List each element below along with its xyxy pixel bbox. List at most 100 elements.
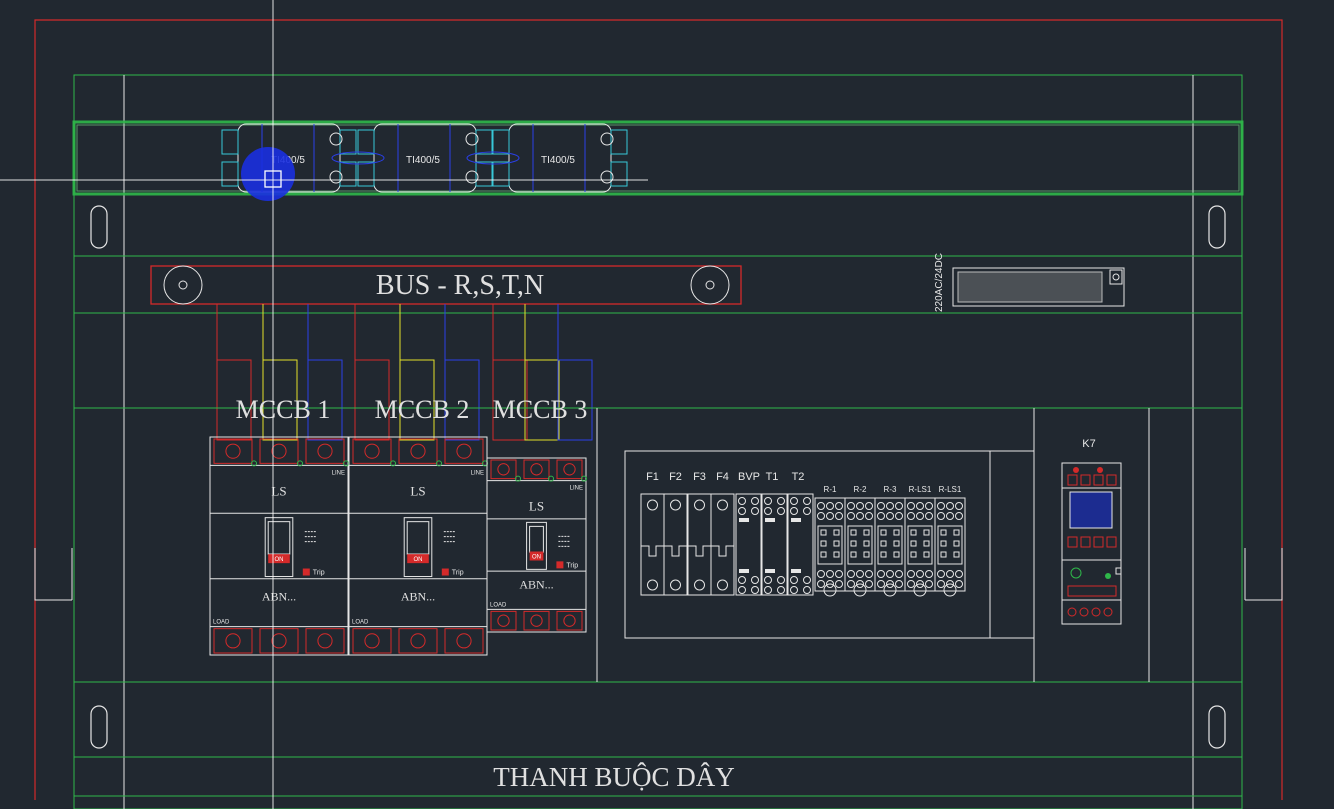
terminal-screw-icon [877,580,885,588]
ct-3[interactable] [466,123,628,193]
mccb-load-label: LOAD [213,620,230,626]
fuse-terminal-2[interactable]: F2 [663,471,688,596]
mccb-model: ABN... [401,590,435,604]
terminal-screw-icon [925,512,933,520]
terminal-screw-icon [764,586,772,594]
wire-red [354,304,390,441]
mccb-3[interactable]: MCCB 3LINELOADLSONTripABN... [486,395,587,633]
relay-pin [953,540,960,547]
mccb-toggle[interactable] [267,521,291,555]
relay-module [877,525,903,565]
mccb-2[interactable]: MCCB 2LINELOADLSONTripABN... [348,395,488,656]
terminal-screw-icon [738,497,746,505]
busbar[interactable]: BUS - R,S,T,N [150,265,742,305]
relay-label: R-1 [824,485,837,494]
mounting-slots [90,205,1226,749]
marker-strip [765,518,775,522]
mccb-load-terminal [213,628,253,654]
terminal-screw-icon [865,570,873,578]
terminal-screw-icon [670,499,681,511]
trip-button[interactable] [441,568,449,576]
terminal-screw-icon [803,497,811,505]
terminal-screw-icon [826,570,834,578]
terminal-screw-icon [826,512,834,520]
relay-4[interactable]: R-LS1 [904,485,936,597]
terminal-screw-icon [886,580,894,588]
mccb-1[interactable]: MCCB 1LINELOADLSONTripABN... [209,395,349,656]
terminal-screw-icon [456,443,472,459]
terminal-screw-icon [364,633,380,649]
mccb-on-label: ON [532,555,541,561]
terminal-t1[interactable]: T1 [761,471,788,596]
terminal-screw-icon [777,586,785,594]
terminal-screw-icon [751,507,759,515]
selection-grip[interactable] [241,147,295,201]
terminal-label: T1 [766,471,779,483]
wire-blue [307,304,343,441]
mccb-load-label: LOAD [490,602,507,608]
terminal-screw-icon [225,633,241,649]
fuse-terminal-1[interactable]: F1 [640,471,665,596]
terminal-label: T2 [792,471,805,483]
bus-label: BUS - R,S,T,N [376,270,544,301]
terminal-screw-icon [925,580,933,588]
relay-1[interactable]: R-1 [814,485,846,597]
mccb-model: ABN... [262,590,296,604]
trip-button[interactable] [556,561,564,569]
mccb-toggle[interactable] [406,521,430,555]
mccb-handle[interactable] [403,517,433,578]
terminal-label: F3 [693,471,706,483]
terminal-body [663,493,688,596]
indicator-dot [297,460,303,467]
relay-pin [893,540,900,547]
terminal-screw-icon [835,570,843,578]
mccb-load-terminal [490,610,517,631]
ct-3-label: TI400/5 [541,155,575,166]
relay-pin [923,551,930,558]
terminal-body [787,493,814,596]
mccb-handle[interactable] [526,521,547,570]
marker-strip [791,569,801,573]
ct-2-label: TI400/5 [406,155,440,166]
terminal-body [710,493,735,596]
power-supply[interactable]: 220AC/24DC [934,253,1125,312]
terminal-screw-icon [916,570,924,578]
relay-5[interactable]: R-LS1 [934,485,966,597]
terminal-screw-icon [497,614,510,627]
relay-3[interactable]: R-3 [874,485,906,597]
terminal-screw-icon [563,614,576,627]
contactor-k7[interactable]: K7 [1061,438,1122,625]
mccb-trip-label: Trip [452,570,464,577]
relay-label: R-LS1 [909,485,932,494]
relay-2[interactable]: R-2 [844,485,876,597]
terminal-t2[interactable]: T2 [787,471,814,596]
terminal-screw-icon [803,507,811,515]
terminal-screw-icon [895,502,903,510]
wire-blue [557,304,593,441]
marker-strip [791,518,801,522]
mccb-toggle[interactable] [529,525,544,553]
mccb-title: MCCB 1 [236,395,331,424]
fuse-terminal-4[interactable]: F4 [710,471,735,596]
terminal-screw-icon [886,502,894,510]
fuse-symbol [688,545,711,557]
terminal-screw-icon [916,502,924,510]
contactor-label: K7 [1082,438,1095,450]
trip-button[interactable] [302,568,310,576]
terminal-screw-icon [317,443,333,459]
terminal-screw-icon [946,580,954,588]
relay-pin [880,529,887,536]
ct-rail[interactable] [72,120,1244,196]
mccb-handle[interactable] [264,517,294,578]
terminal-screw-icon [877,502,885,510]
terminal-bvp[interactable]: BVP [735,471,762,596]
mccb-title: MCCB 2 [375,395,470,424]
terminal-screw-icon [647,579,658,591]
wire-red [216,304,252,441]
indicator-dot [390,460,396,467]
fuse-terminal-3[interactable]: F3 [687,471,712,596]
terminal-screw-icon [946,570,954,578]
ct-2[interactable] [331,123,493,193]
